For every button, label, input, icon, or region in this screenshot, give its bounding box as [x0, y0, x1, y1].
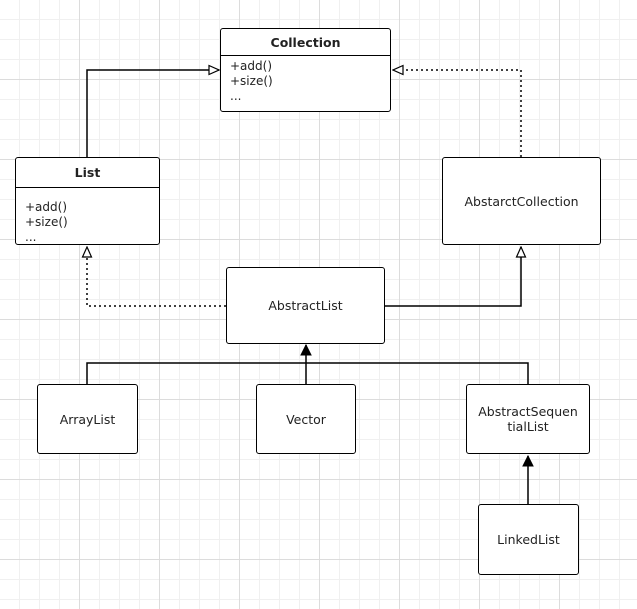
collection-member-size: +size(): [230, 74, 273, 88]
abstract-list-label: AbstractList: [268, 298, 343, 313]
collection-member-more: ...: [230, 89, 242, 103]
collection-member-list: +add() +size() ...: [221, 56, 390, 104]
edge-arraylist-to-abstractlist: [86, 362, 529, 384]
edge-abstractcollection-to-collection: [393, 70, 522, 157]
list-member-size: +size(): [25, 215, 68, 229]
array-list-label: ArrayList: [59, 411, 116, 427]
abstract-collection-label: AbstarctCollection: [464, 193, 579, 209]
abstract-sequential-list-label: AbstractSequentialList: [478, 404, 578, 434]
abstract-list-box[interactable]: AbstractList: [226, 267, 385, 344]
collection-class-title: Collection: [221, 29, 390, 56]
linked-list-box[interactable]: LinkedList: [478, 504, 579, 575]
abstract-sequential-list-box[interactable]: AbstractSequentialList: [466, 384, 590, 454]
vector-box[interactable]: Vector: [256, 384, 356, 454]
collection-class-box[interactable]: Collection +add() +size() ...: [220, 28, 391, 112]
edge-list-to-collection: [86, 70, 219, 157]
list-member-add: +add(): [25, 200, 68, 214]
collection-member-add: +add(): [230, 59, 273, 73]
linked-list-label: LinkedList: [497, 532, 560, 547]
list-member-list: +add() +size() ...: [16, 188, 159, 245]
abstract-collection-box[interactable]: AbstarctCollection: [442, 157, 601, 245]
list-class-box[interactable]: List +add() +size() ...: [15, 157, 160, 245]
list-member-more: ...: [25, 230, 37, 244]
vector-label: Vector: [286, 411, 326, 427]
edge-abstractlist-to-list: [87, 247, 226, 307]
array-list-box[interactable]: ArrayList: [37, 384, 138, 454]
list-class-title: List: [16, 158, 159, 188]
edge-abstractlist-to-abstractcollection: [385, 247, 521, 307]
